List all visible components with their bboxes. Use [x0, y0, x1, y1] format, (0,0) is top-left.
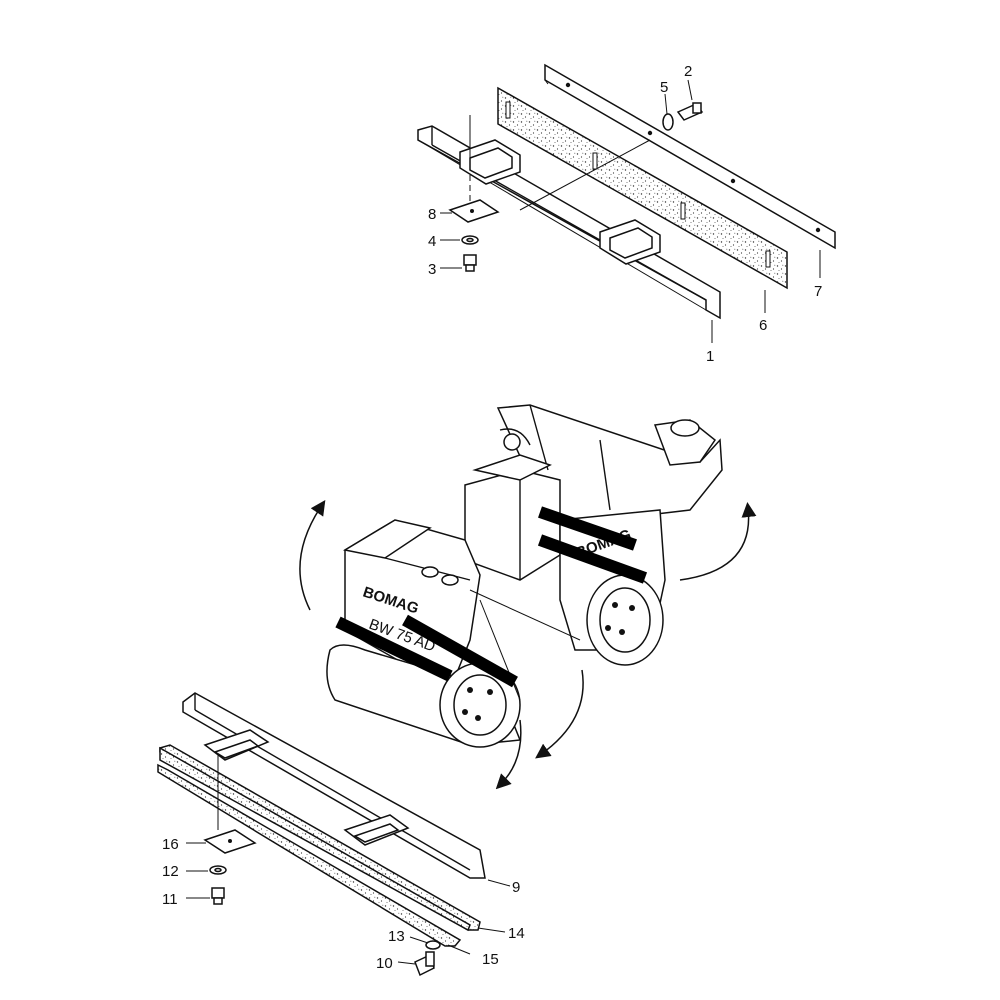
- callout-6: 6: [759, 317, 767, 334]
- callout-14: 14: [508, 925, 525, 942]
- callout-2: 2: [684, 63, 692, 80]
- top-scraper-assembly: [417, 63, 836, 320]
- rear-drum: [586, 574, 664, 666]
- callout-1: 1: [706, 348, 714, 365]
- callout-5: 5: [660, 79, 668, 96]
- part-9-angle-bracket: [182, 692, 486, 879]
- top-leader-lines: [440, 79, 821, 343]
- part-10-bolt: [414, 951, 435, 977]
- roller-machine: BOMAG BOMAG BW 75 AD: [326, 404, 723, 748]
- bottom-scraper-assembly: [157, 692, 486, 977]
- part-13-washer: [425, 940, 441, 950]
- part-11-bolt: [211, 887, 225, 905]
- part-8-plate: [448, 199, 500, 223]
- callout-9: 9: [512, 879, 520, 896]
- callout-3: 3: [428, 261, 436, 278]
- part-1-angle-bracket: [417, 125, 721, 320]
- callout-4: 4: [428, 233, 436, 250]
- part-4-washer: [461, 235, 479, 245]
- callout-10: 10: [376, 955, 393, 972]
- part-5-washer: [662, 113, 674, 131]
- callout-12: 12: [162, 863, 179, 880]
- part-6-scraper-rubber: [497, 86, 788, 290]
- front-drum: [439, 662, 521, 748]
- callout-8: 8: [428, 206, 436, 223]
- rotation-arrows: [299, 500, 757, 790]
- callout-11: 11: [162, 891, 178, 908]
- callout-16: 16: [162, 836, 179, 853]
- part-7-retaining-strip: [544, 63, 836, 250]
- bottom-leader-lines: [186, 842, 511, 965]
- part-3-bolt: [463, 254, 477, 272]
- callout-13: 13: [388, 928, 405, 945]
- part-14-scraper-rubber: [159, 744, 481, 932]
- part-2-bolt: [676, 102, 704, 121]
- scraper-positions: [335, 506, 648, 688]
- part-12-washer: [209, 865, 227, 875]
- part-16-plate: [203, 829, 257, 854]
- callout-7: 7: [814, 283, 822, 300]
- part-15-retaining-strip: [157, 763, 462, 947]
- callout-15: 15: [482, 951, 499, 968]
